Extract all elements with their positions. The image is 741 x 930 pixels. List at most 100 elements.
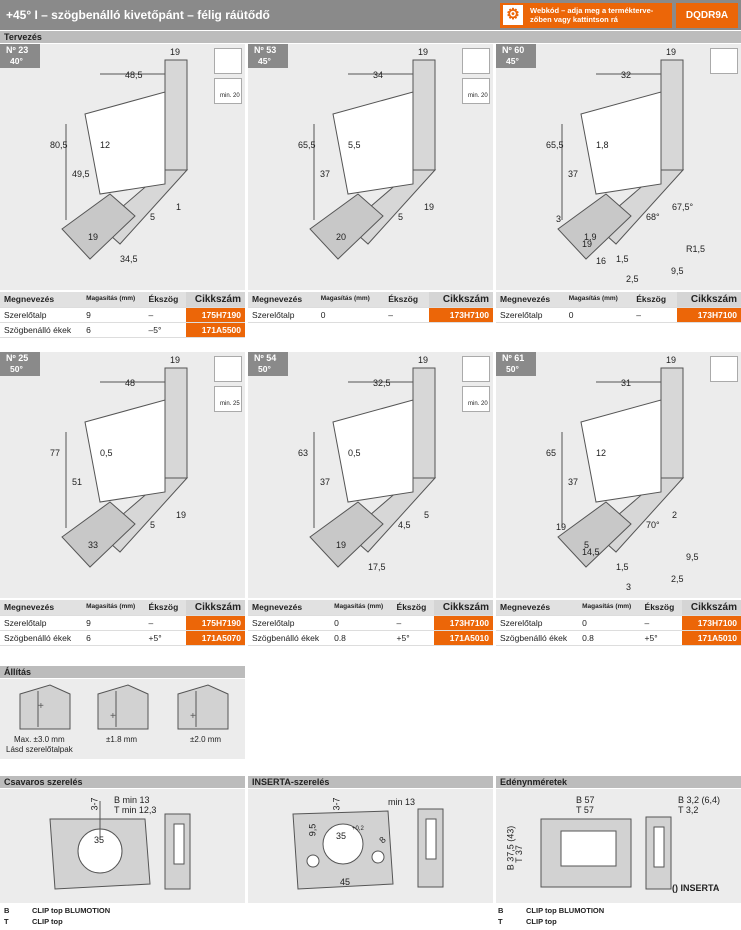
article-number[interactable]: 173H7100 <box>676 307 741 323</box>
hinge-drawing <box>309 367 437 568</box>
dimension-label: 5 <box>424 510 430 520</box>
cup-e: B 3,2 (6,4) <box>678 795 721 805</box>
dimension-label: 19 <box>418 355 429 365</box>
panel-angle: 50° <box>506 364 519 374</box>
article-number[interactable]: 175H7190 <box>185 307 245 323</box>
dimension-label: 19 <box>666 355 677 365</box>
adjust-b: ±1.8 mm <box>106 735 138 744</box>
dimension-label: 1,5 <box>616 254 629 264</box>
dimension-label: 48 <box>125 378 136 388</box>
dimension-label: 19 <box>88 232 99 242</box>
dimension-label: 19 <box>424 202 435 212</box>
inserta-b: min 13 <box>388 797 416 807</box>
min-label: min. 20 <box>468 401 488 407</box>
dimension-label: 1,8 <box>596 140 609 150</box>
hinge-drawing <box>61 367 189 568</box>
dimension-label: 19 <box>418 47 429 57</box>
article-number[interactable]: 171A5070 <box>185 630 245 646</box>
article-number[interactable]: 171A5500 <box>185 322 245 338</box>
panel-number-box: Nº 54 50° <box>248 352 288 376</box>
cup-drawing <box>540 816 672 890</box>
article-number[interactable]: 173H7100 <box>681 615 741 631</box>
article-number[interactable]: 171A5010 <box>681 630 741 646</box>
article-number[interactable]: 173H7100 <box>433 615 493 631</box>
dimension-label: 19 <box>336 540 347 550</box>
dimension-label: 0,5 <box>348 448 361 458</box>
svg-text:+: + <box>190 711 196 722</box>
dimension-label: 32 <box>621 70 632 80</box>
panel-angle: 50° <box>258 364 271 374</box>
screw-a: 3-7 <box>89 797 100 811</box>
header: +45° I – szögbenálló kivetőpánt – félig … <box>0 0 741 30</box>
adjust-illustration: + + + <box>19 684 229 730</box>
dimension-label: 12 <box>596 448 607 458</box>
dimension-label: 17,5 <box>368 562 386 572</box>
panel-number: Nº 60 <box>502 45 525 55</box>
dimension-label: 5 <box>150 520 156 530</box>
cup-a: B 57 <box>576 795 595 805</box>
screw-icon <box>462 386 490 412</box>
section-adjust: Állítás <box>0 666 245 678</box>
dimension-label: 19 <box>170 47 181 57</box>
article-number[interactable]: 173H7100 <box>428 307 493 323</box>
inserta-d2: +0,2 <box>352 826 364 832</box>
adjust-a2: Lásd szerelőtalpak <box>6 745 73 754</box>
article-number[interactable]: 171A5010 <box>433 630 493 646</box>
dimension-label: 5 <box>398 212 404 222</box>
panel-number-box: Nº 60 45° <box>496 44 536 68</box>
screw-drawing <box>49 801 191 890</box>
section-screw: Csavaros szerelés <box>0 776 245 788</box>
dimension-label: 9,5 <box>686 552 699 562</box>
dimension-label: 70° <box>646 520 660 530</box>
dimension-label: 1 <box>176 202 182 212</box>
hinge-drawing <box>61 59 189 260</box>
cup-d: T 37 <box>513 845 524 863</box>
dimension-label: 16 <box>596 256 607 266</box>
dimension-label: 5 <box>584 540 590 550</box>
dimension-label: 68° <box>646 212 660 222</box>
section-design: Tervezés <box>0 31 741 43</box>
webcode-link[interactable]: ⚙ Webkód – adja meg a termékterve-zőben … <box>500 3 672 28</box>
mount-icon <box>710 356 738 382</box>
dimension-label: 12 <box>100 140 111 150</box>
article-number[interactable]: 175H7190 <box>185 615 245 631</box>
panel-number-box: Nº 25 50° <box>0 352 40 376</box>
dimension-label: 19 <box>666 47 677 57</box>
svg-text:+: + <box>110 711 116 722</box>
screw-icon <box>214 78 242 104</box>
screw-c: T min 12,3 <box>114 805 157 815</box>
cup-f: T 3,2 <box>678 805 699 815</box>
mount-icon <box>710 48 738 74</box>
dimension-label: 37 <box>320 477 331 487</box>
dimension-label: 2,5 <box>626 274 639 284</box>
dimension-label: 0,5 <box>100 448 113 458</box>
dimension-label: 63 <box>298 448 309 458</box>
section-cup: Edénynméretek <box>496 776 741 788</box>
dimension-label: 1,9 <box>584 232 597 242</box>
dimension-label: 3 <box>556 214 562 224</box>
hinge-drawing <box>557 59 685 260</box>
inserta-a: 3-7 <box>331 797 342 811</box>
screw-b: B min 13 <box>114 795 150 805</box>
webcode-button[interactable]: DQDR9A <box>676 3 738 28</box>
dimension-label: 20 <box>336 232 347 242</box>
panel-number-box: Nº 53 45° <box>248 44 288 68</box>
dimension-label: 65,5 <box>298 140 316 150</box>
